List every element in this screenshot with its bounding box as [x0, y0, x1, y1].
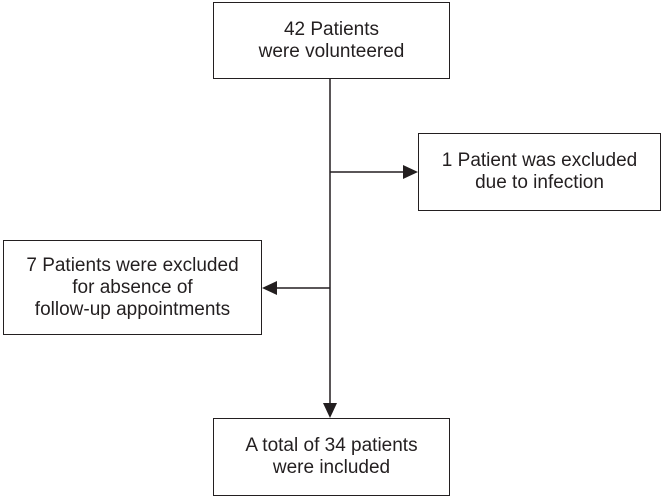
arrowhead-left: [262, 281, 277, 295]
followup-exclusion-box: 7 Patients were excluded for absence of …: [3, 240, 262, 335]
arrowhead-down: [323, 403, 337, 418]
followup-exclusion-text-line-3: follow-up appointments: [34, 298, 231, 320]
volunteered-text-line-1: 42 Patients: [283, 18, 380, 40]
included-text-line-1: A total of 34 patients: [245, 435, 418, 456]
arrowhead-right: [403, 165, 418, 179]
volunteered-box: 42 Patients were volunteered: [213, 2, 450, 79]
included-box: A total of 34 patients were included: [213, 418, 450, 496]
infection-exclusion-text-line-2: due to infection: [475, 172, 604, 193]
followup-exclusion-text-line-2: for absence of: [72, 276, 193, 298]
included-text-line-2: were included: [272, 457, 391, 478]
followup-exclusion-text-line-1: 7 Patients were excluded: [26, 254, 239, 276]
volunteered-text-line-2: were volunteered: [258, 40, 405, 62]
infection-exclusion-box: 1 Patient was excluded due to infection: [418, 133, 661, 211]
infection-exclusion-text-line-1: 1 Patient was excluded: [441, 150, 638, 171]
